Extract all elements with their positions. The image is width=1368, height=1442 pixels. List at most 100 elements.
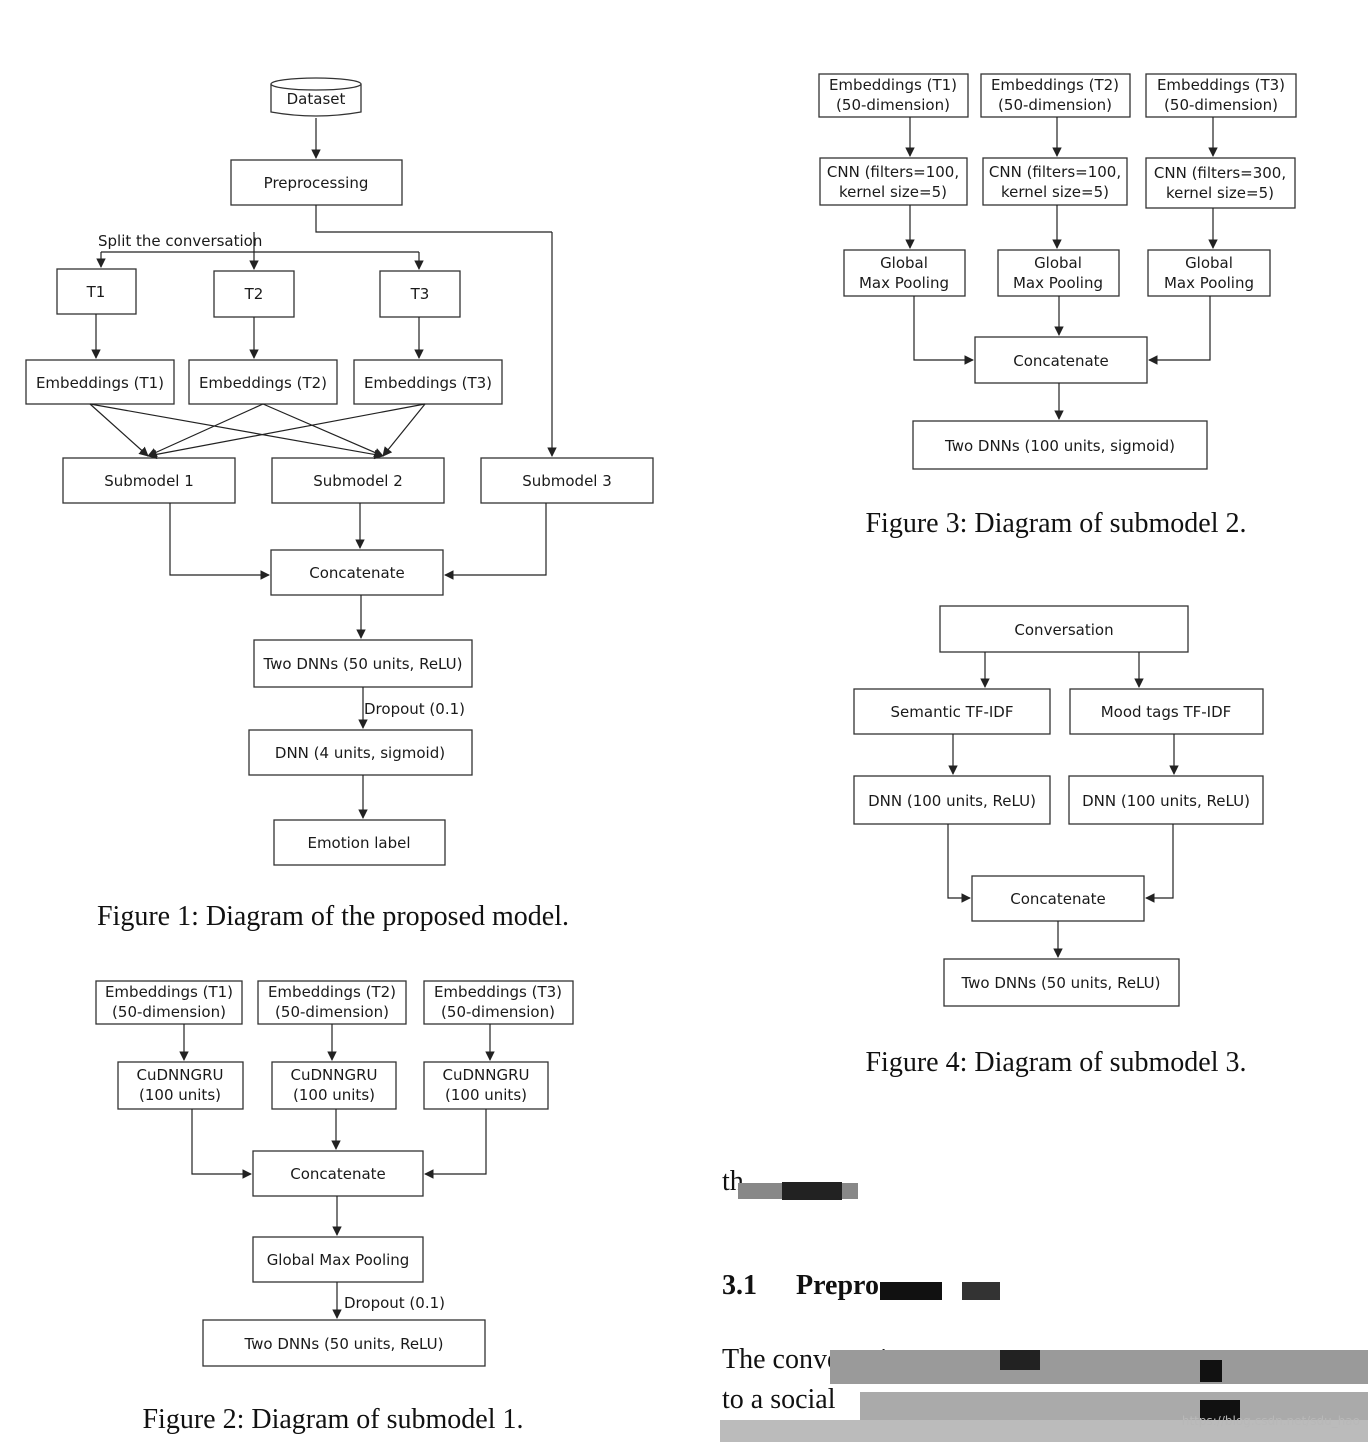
node-two-dnns: Two DNNs (50 units, ReLU) — [253, 639, 473, 688]
node-f3-pool-2: Global Max Pooling — [997, 249, 1120, 297]
svg-text:Submodel 3: Submodel 3 — [522, 472, 612, 490]
svg-text:Global: Global — [1185, 254, 1233, 272]
node-embeddings-t2: Embeddings (T2) — [188, 359, 338, 405]
svg-text:CuDNNGRU: CuDNNGRU — [291, 1066, 378, 1084]
svg-text:DNN (100 units, ReLU): DNN (100 units, ReLU) — [1082, 792, 1250, 810]
node-t3: T3 — [379, 270, 461, 318]
svg-text:kernel size=5): kernel size=5) — [1001, 183, 1109, 201]
svg-text:Embeddings (T2): Embeddings (T2) — [991, 76, 1119, 94]
figure-2: Embeddings (T1) (50-dimension) Embedding… — [95, 980, 574, 1435]
pixelated-block — [962, 1282, 1000, 1300]
figure-3: Embeddings (T1) (50-dimension) Embedding… — [818, 73, 1297, 539]
svg-text:CuDNNGRU: CuDNNGRU — [137, 1066, 224, 1084]
svg-text:Global: Global — [880, 254, 928, 272]
svg-text:Submodel 1: Submodel 1 — [104, 472, 194, 490]
svg-text:Two DNNs (50 units, ReLU): Two DNNs (50 units, ReLU) — [262, 655, 462, 673]
svg-text:Mood tags TF-IDF: Mood tags TF-IDF — [1101, 703, 1232, 721]
svg-text:DNN (4 units, sigmoid): DNN (4 units, sigmoid) — [275, 744, 445, 762]
figure-3-caption: Figure 3: Diagram of submodel 2. — [865, 508, 1246, 539]
pixelated-block — [782, 1182, 842, 1200]
node-f3-pool-3: Global Max Pooling — [1147, 249, 1271, 297]
node-f3-embeddings-t2: Embeddings (T2) (50-dimension) — [980, 73, 1131, 118]
svg-text:Concatenate: Concatenate — [290, 1165, 386, 1183]
node-f3-cnn-1: CNN (filters=100, kernel size=5) — [819, 157, 968, 206]
svg-text:Embeddings (T2): Embeddings (T2) — [268, 983, 396, 1001]
svg-text:Preprocessing: Preprocessing — [264, 174, 369, 192]
svg-text:Submodel 2: Submodel 2 — [313, 472, 403, 490]
node-concatenate: Concatenate — [270, 549, 444, 596]
node-f2-gru-3: CuDNNGRU (100 units) — [423, 1061, 549, 1110]
svg-text:(50-dimension): (50-dimension) — [998, 96, 1112, 114]
node-submodel-1: Submodel 1 — [62, 457, 236, 504]
svg-text:Two DNNs (50 units, ReLU): Two DNNs (50 units, ReLU) — [243, 1335, 443, 1353]
node-f2-embeddings-t2: Embeddings (T2) (50-dimension) — [257, 980, 407, 1025]
node-f4-dnn-right: DNN (100 units, ReLU) — [1068, 775, 1264, 825]
svg-text:CuDNNGRU: CuDNNGRU — [443, 1066, 530, 1084]
svg-text:Embeddings (T2): Embeddings (T2) — [199, 374, 327, 392]
node-f3-two-dnns: Two DNNs (100 units, sigmoid) — [912, 420, 1208, 470]
svg-text:Max Pooling: Max Pooling — [859, 274, 949, 292]
svg-text:Global Max Pooling: Global Max Pooling — [267, 1251, 410, 1269]
svg-text:Global: Global — [1034, 254, 1082, 272]
node-f4-concatenate: Concatenate — [971, 875, 1145, 922]
body-line-2: to a social — [722, 1384, 836, 1415]
split-conversation-label: Split the conversation — [98, 232, 262, 250]
figure-2-caption: Figure 2: Diagram of submodel 1. — [142, 1404, 523, 1435]
dropout-label-fig1: Dropout (0.1) — [364, 700, 465, 718]
figure-1-caption: Figure 1: Diagram of the proposed model. — [97, 901, 569, 932]
node-f2-gru-1: CuDNNGRU (100 units) — [117, 1061, 244, 1110]
node-f4-two-dnns: Two DNNs (50 units, ReLU) — [943, 958, 1180, 1007]
node-submodel-3: Submodel 3 — [480, 457, 654, 504]
node-f3-pool-1: Global Max Pooling — [843, 249, 966, 297]
svg-text:CNN (filters=100,: CNN (filters=100, — [989, 163, 1121, 181]
svg-text:kernel size=5): kernel size=5) — [1166, 184, 1274, 202]
node-f3-embeddings-t3: Embeddings (T3) (50-dimension) — [1145, 73, 1297, 118]
svg-text:(50-dimension): (50-dimension) — [441, 1003, 555, 1021]
svg-text:Embeddings (T1): Embeddings (T1) — [36, 374, 164, 392]
node-f3-cnn-2: CNN (filters=100, kernel size=5) — [982, 157, 1128, 206]
svg-text:(50-dimension): (50-dimension) — [112, 1003, 226, 1021]
node-dnn-4-units: DNN (4 units, sigmoid) — [248, 729, 473, 776]
svg-text:T3: T3 — [410, 285, 430, 303]
dropout-label-fig2: Dropout (0.1) — [344, 1294, 445, 1312]
node-f2-embeddings-t1: Embeddings (T1) (50-dimension) — [95, 980, 243, 1025]
svg-text:(100 units): (100 units) — [293, 1086, 375, 1104]
svg-text:Two DNNs (100 units, sigmoid): Two DNNs (100 units, sigmoid) — [944, 437, 1175, 455]
node-f2-gru-2: CuDNNGRU (100 units) — [271, 1061, 397, 1110]
node-f4-dnn-left: DNN (100 units, ReLU) — [853, 775, 1051, 825]
svg-text:kernel size=5): kernel size=5) — [839, 183, 947, 201]
svg-text:Conversation: Conversation — [1014, 621, 1113, 639]
pixelated-block — [1200, 1360, 1222, 1382]
svg-text:Max Pooling: Max Pooling — [1164, 274, 1254, 292]
pixelated-block — [830, 1350, 1368, 1384]
svg-text:Embeddings (T3): Embeddings (T3) — [364, 374, 492, 392]
node-submodel-2: Submodel 2 — [271, 457, 445, 504]
svg-text:CNN (filters=300,: CNN (filters=300, — [1154, 164, 1286, 182]
node-t1: T1 — [56, 268, 137, 315]
watermark: https://blog.csdn.net/sdu_hao — [1181, 1414, 1360, 1428]
node-f3-concatenate: Concatenate — [974, 336, 1148, 384]
svg-text:Embeddings (T1): Embeddings (T1) — [829, 76, 957, 94]
svg-text:(50-dimension): (50-dimension) — [1164, 96, 1278, 114]
svg-text:(50-dimension): (50-dimension) — [836, 96, 950, 114]
figure-4: Conversation Semantic TF-IDF Mood tags T… — [853, 605, 1264, 1078]
node-f3-embeddings-t1: Embeddings (T1) (50-dimension) — [818, 73, 969, 118]
figure-1: Dataset Preprocessing T1 T2 T3 Embedding… — [25, 77, 654, 932]
svg-text:Embeddings (T3): Embeddings (T3) — [434, 983, 562, 1001]
svg-text:Concatenate: Concatenate — [309, 564, 405, 582]
node-emotion-label: Emotion label — [273, 819, 446, 866]
node-f4-mood-tfidf: Mood tags TF-IDF — [1069, 688, 1264, 735]
pixelated-block — [1000, 1350, 1040, 1370]
svg-text:Concatenate: Concatenate — [1010, 890, 1106, 908]
svg-text:Concatenate: Concatenate — [1013, 352, 1109, 370]
svg-text:(100 units): (100 units) — [139, 1086, 221, 1104]
svg-text:CNN (filters=100,: CNN (filters=100, — [827, 163, 959, 181]
figure-4-caption: Figure 4: Diagram of submodel 3. — [865, 1047, 1246, 1078]
svg-text:T2: T2 — [244, 285, 264, 303]
section-number: 3.1 — [722, 1270, 757, 1301]
node-f2-concatenate: Concatenate — [252, 1150, 424, 1197]
svg-text:Two DNNs (50 units, ReLU): Two DNNs (50 units, ReLU) — [960, 974, 1160, 992]
node-embeddings-t1: Embeddings (T1) — [25, 359, 175, 405]
pixelated-block — [880, 1282, 942, 1300]
